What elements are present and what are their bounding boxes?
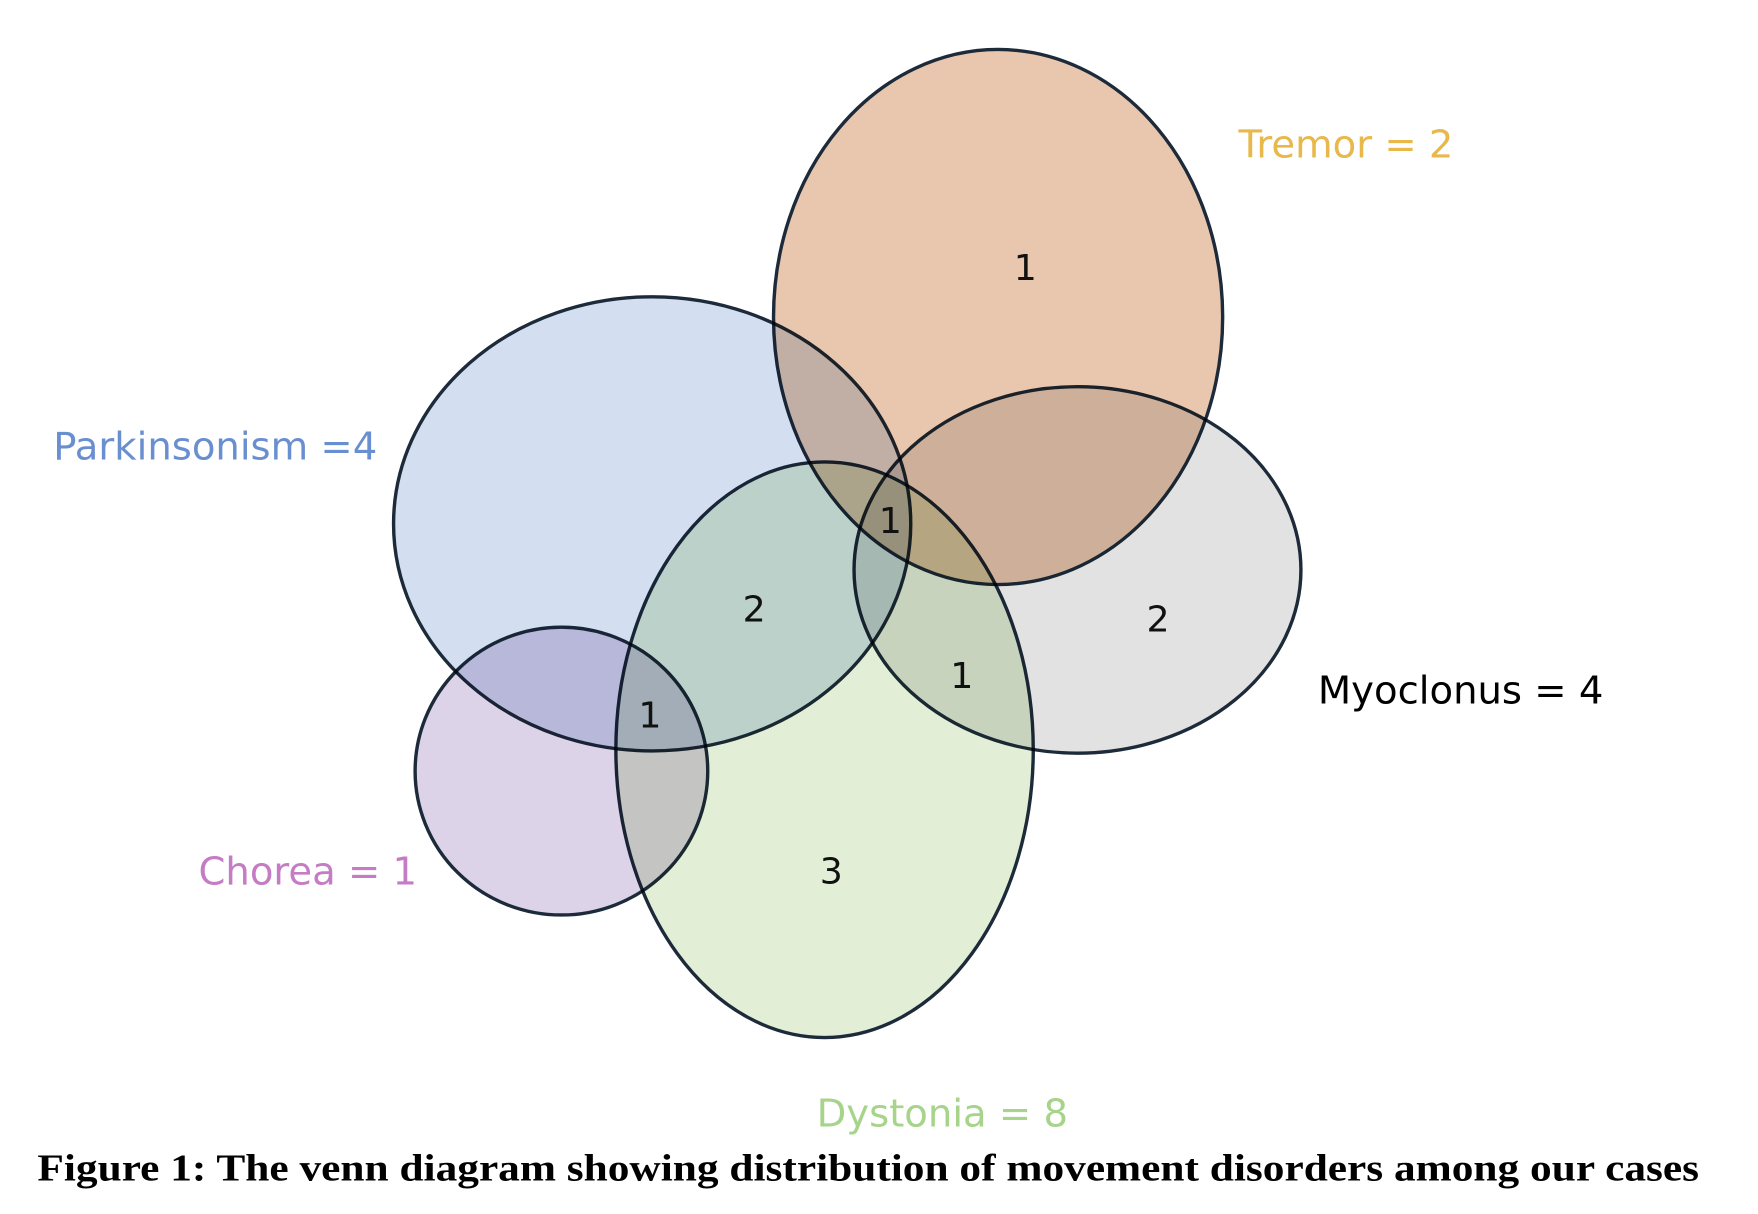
label-tremor: Tremor = 2 <box>1238 123 1454 168</box>
count-tremor-only: 1 <box>1014 246 1037 289</box>
label-dystonia: Dystonia = 8 <box>817 1091 1068 1136</box>
count-parkinsonism-dystonia: 2 <box>743 588 766 631</box>
count-myoclonus-only: 2 <box>1146 598 1169 641</box>
count-dystonia-only: 3 <box>820 850 843 893</box>
label-myoclonus: Myoclonus = 4 <box>1318 669 1603 714</box>
figure-caption: Figure 1: The venn diagram showing distr… <box>37 1147 1699 1189</box>
label-chorea: Chorea = 1 <box>198 850 417 895</box>
count-parkinsonism-chorea-dystonia: 1 <box>638 693 661 736</box>
label-parkinsonism: Parkinsonism =4 <box>53 425 377 470</box>
count-four-way: 1 <box>879 499 902 542</box>
count-myoclonus-dystonia: 1 <box>950 654 973 697</box>
set-chorea <box>413 625 710 917</box>
